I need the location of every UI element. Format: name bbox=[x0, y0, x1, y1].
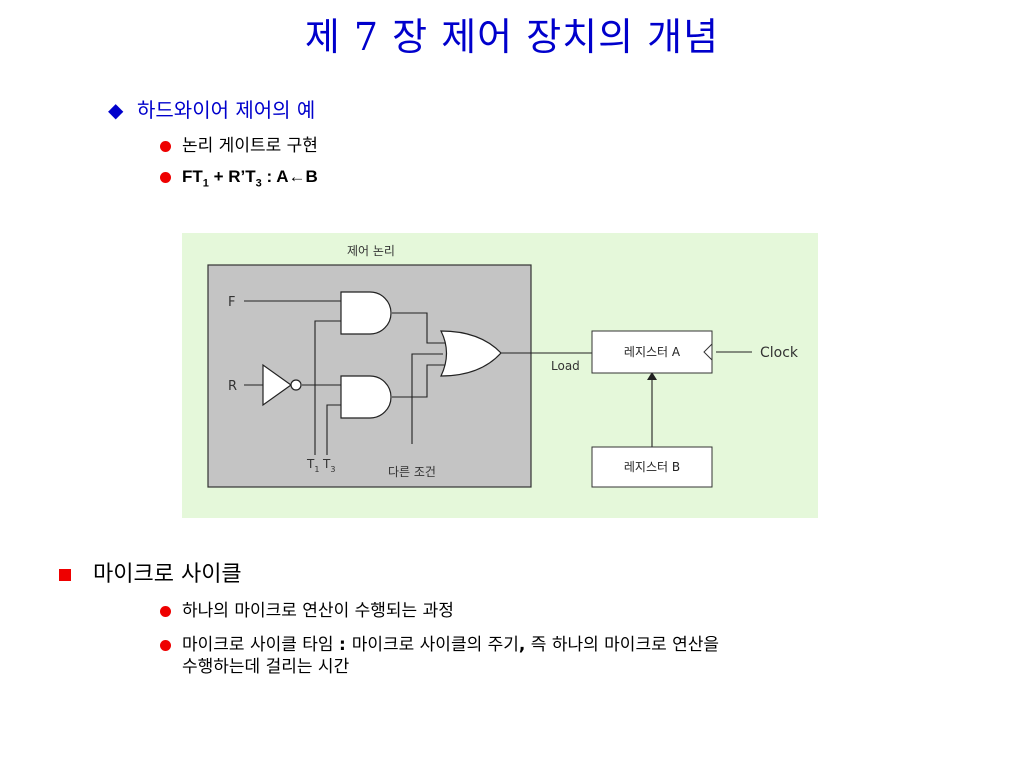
register-b-label: 레지스터 B bbox=[624, 460, 680, 474]
arrow-up-icon bbox=[647, 372, 657, 380]
square-bullet-icon bbox=[59, 569, 71, 581]
red-dot-bullet-icon bbox=[160, 640, 171, 651]
bullet-expression: FT1 + R’T3 : A←B bbox=[182, 167, 318, 190]
wire-t1 bbox=[314, 320, 341, 455]
not-gate-bubble bbox=[290, 379, 302, 391]
clock-label: Clock bbox=[760, 345, 799, 361]
section-heading-hardwired: 하드와이어 제어의 예 bbox=[137, 98, 316, 122]
clock-input-icon bbox=[703, 343, 713, 361]
red-dot-bullet-icon bbox=[160, 606, 171, 617]
or-gate bbox=[440, 330, 502, 377]
control-logic-label: 제어 논리 bbox=[347, 244, 395, 258]
and-gate-lower bbox=[340, 375, 392, 419]
register-a-box bbox=[591, 330, 713, 374]
bullet-microcycle-time: 마이크로 사이클 타임 : 마이크로 사이클의 주기, 즉 하나의 마이크로 연… bbox=[182, 635, 720, 677]
wire-other bbox=[411, 353, 443, 444]
page-title: 제 7 장 제어 장치의 개념 bbox=[304, 15, 720, 59]
not-gate bbox=[262, 363, 293, 407]
and-gate-upper bbox=[340, 291, 392, 335]
input-r-label: R bbox=[228, 379, 237, 394]
load-label: Load bbox=[551, 359, 580, 373]
section-heading-microcycle: 마이크로 사이클 bbox=[93, 562, 242, 587]
other-conditions-label: 다른 조건 bbox=[388, 465, 436, 479]
t1-label: T1 bbox=[306, 457, 319, 474]
wire-and2-out bbox=[392, 364, 446, 398]
t3-label: T3 bbox=[322, 457, 335, 474]
register-a-label: 레지스터 A bbox=[624, 345, 681, 359]
red-dot-bullet-icon bbox=[160, 141, 171, 152]
diamond-bullet-icon: ◆ bbox=[108, 98, 124, 122]
red-dot-bullet-icon bbox=[160, 172, 171, 183]
bullet-microcycle-process: 하나의 마이크로 연산이 수행되는 과정 bbox=[182, 601, 454, 621]
register-b-box bbox=[591, 446, 713, 488]
wire-t3 bbox=[326, 404, 341, 455]
wire-and1-out bbox=[392, 312, 446, 344]
input-f-label: F bbox=[228, 295, 235, 310]
bullet-logic-gates: 논리 게이트로 구현 bbox=[182, 136, 318, 156]
